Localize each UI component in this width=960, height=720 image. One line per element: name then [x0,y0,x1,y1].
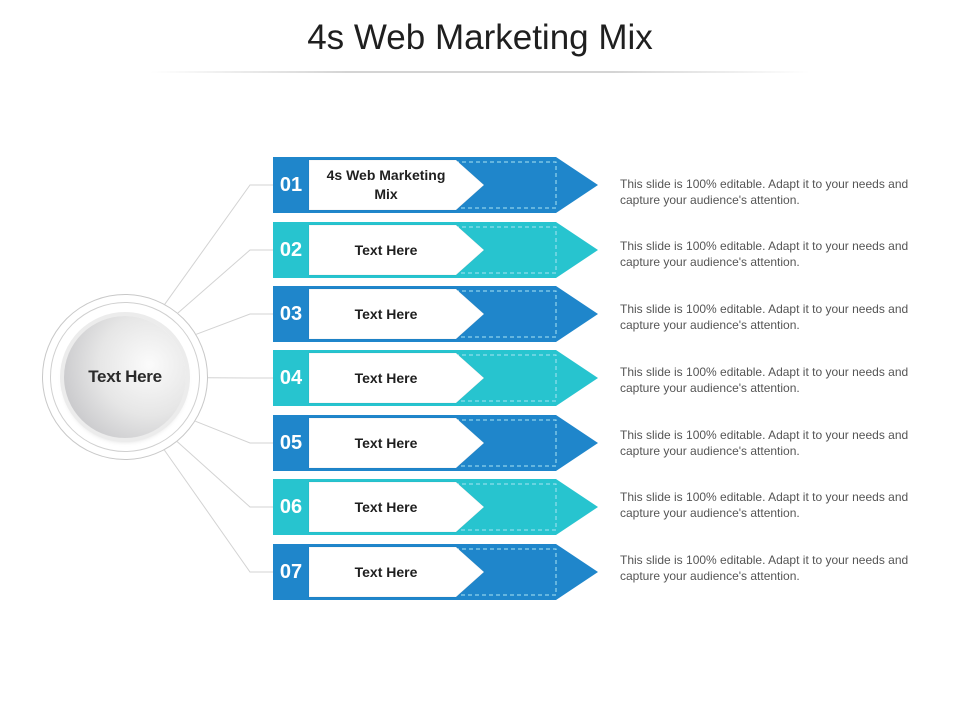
item-number: 01 [279,173,303,196]
item-arrow-shape [273,415,598,471]
item-description: This slide is 100% editable. Adapt it to… [620,428,909,458]
item-label: Text Here [354,563,418,580]
item-row: 04 Text Here [273,350,603,406]
item-arrow-shape [273,157,598,213]
item-number: 06 [279,495,303,518]
connector-line [196,313,273,335]
item-label: Text Here [354,369,418,386]
item-label: 4s Web Marketing Mix [326,167,446,202]
item-number: 04 [279,366,303,389]
connector-line [164,184,273,305]
page-title: 4s Web Marketing Mix [307,18,653,57]
item-number: 07 [279,560,303,583]
item-label: Text Here [354,241,418,258]
item-description: This slide is 100% editable. Adapt it to… [620,177,909,207]
item-number: 02 [279,238,303,261]
item-row: 05 Text Here [273,415,603,471]
item-number: 05 [279,431,303,454]
item-label: Text Here [354,498,418,515]
item-description: This slide is 100% editable. Adapt it to… [620,302,909,332]
item-description: This slide is 100% editable. Adapt it to… [620,553,909,583]
item-row: 02 Text Here [273,222,603,278]
item-arrow-shape [273,222,598,278]
connector-line [176,441,273,508]
hub-label: Text Here [88,367,162,386]
hub-circle: Text Here [64,316,186,438]
item-description: This slide is 100% editable. Adapt it to… [620,365,909,395]
item-row: 07 Text Here [273,544,603,600]
item-row: 03 Text Here [273,286,603,342]
item-label: Text Here [354,305,418,322]
item-arrow-shape [273,350,598,406]
item-arrow-shape [273,286,598,342]
connector-line [163,449,273,573]
title-divider [150,71,810,73]
item-number: 03 [279,302,303,325]
connector-line [195,420,273,444]
item-label: Text Here [354,434,418,451]
item-arrow-shape [273,479,598,535]
item-description: This slide is 100% editable. Adapt it to… [620,239,909,269]
item-row: 01 4s Web Marketing Mix [273,157,603,213]
connector-line [177,249,273,314]
item-arrow-shape [273,544,598,600]
item-row: 06 Text Here [273,479,603,535]
item-description: This slide is 100% editable. Adapt it to… [620,490,909,520]
